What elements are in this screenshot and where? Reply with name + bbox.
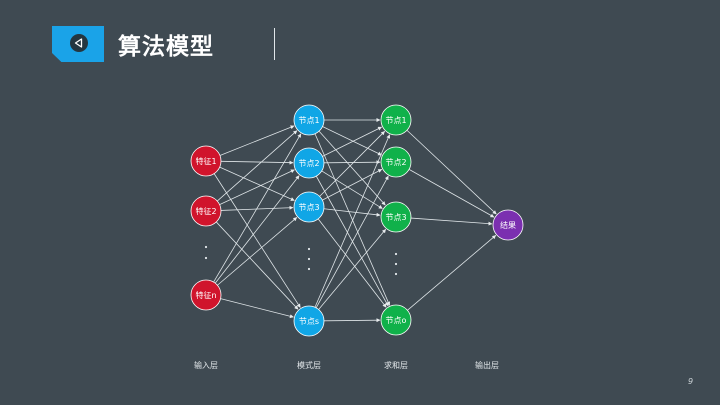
node-circle <box>380 146 412 178</box>
node-label: 特征n <box>195 290 216 300</box>
edge-input-2-to-1 <box>214 175 300 284</box>
edge-input-2-to-0 <box>213 133 302 283</box>
edge-pattern-1-to-0 <box>322 126 383 157</box>
node-input-2: 特征n <box>190 279 222 311</box>
layer-label-pattern: 模式层 <box>297 360 321 370</box>
ellipsis-dot-summation-2 <box>394 272 398 276</box>
ellipsis-marks <box>204 245 398 276</box>
edge-pattern-1-to-2 <box>321 170 383 209</box>
edge-pattern-2-to-2 <box>323 208 381 217</box>
edge-input-1-to-1 <box>219 169 295 206</box>
edge-input-1-to-0 <box>216 130 298 202</box>
node-summation-1: 节点2 <box>380 146 412 178</box>
edge-pattern-0-to-2 <box>318 130 386 206</box>
node-pattern-3: 节点s <box>293 305 325 337</box>
node-input-0: 特征1 <box>190 145 222 177</box>
node-circle <box>380 304 412 336</box>
edge-input-2-to-3 <box>220 298 294 319</box>
title-divider <box>274 28 275 60</box>
node-circle <box>190 145 222 177</box>
slide-title: 算法模型 <box>118 34 214 60</box>
ellipsis-dot-pattern-2 <box>307 267 311 271</box>
node-label: 节点3 <box>298 203 319 212</box>
back-button[interactable] <box>70 34 88 52</box>
edge-summation-0-to-0 <box>406 129 497 215</box>
ellipsis-dot-pattern-0 <box>307 247 311 251</box>
node-output-0: 结果 <box>492 209 524 241</box>
edges <box>213 118 497 323</box>
edge-summation-1-to-0 <box>408 169 495 218</box>
node-circle <box>293 104 325 136</box>
node-summation-3: 节点o <box>380 304 412 336</box>
nodes: 特征1 特征2 特征n 节点1 节点2 节点3 节点s 节点1 节点2 节点3 节点o 结果 <box>190 104 524 337</box>
node-circle <box>492 209 524 241</box>
edge-pattern-2-to-0 <box>319 131 385 197</box>
edge-input-0-to-1 <box>220 160 294 165</box>
edge-pattern-3-to-1 <box>315 175 389 309</box>
edge-summation-2-to-0 <box>410 217 493 226</box>
edge-pattern-0-to-1 <box>322 126 382 156</box>
layer-labels: 输入层 模式层 求和层 输出层 <box>194 360 499 370</box>
node-label: 节点2 <box>385 158 406 167</box>
layer-label-output: 输出层 <box>475 360 499 370</box>
layer-label-summation: 求和层 <box>384 360 408 370</box>
node-circle <box>293 147 325 179</box>
node-label: 节点1 <box>298 116 319 125</box>
edge-summation-3-to-0 <box>407 235 497 311</box>
node-label: 特征2 <box>195 206 216 216</box>
node-pattern-1: 节点2 <box>293 147 325 179</box>
edge-pattern-2-to-3 <box>317 218 387 308</box>
node-label: 节点o <box>386 316 407 325</box>
node-label: 节点2 <box>298 159 319 168</box>
page-number: 9 <box>688 377 694 386</box>
node-pattern-0: 节点1 <box>293 104 325 136</box>
node-label: 节点s <box>299 317 319 326</box>
edge-input-2-to-2 <box>217 217 298 286</box>
node-circle <box>190 195 222 227</box>
node-circle <box>380 104 412 136</box>
node-label: 节点1 <box>385 116 406 125</box>
edge-pattern-3-to-3 <box>323 318 381 323</box>
edge-input-0-to-3 <box>213 173 301 308</box>
node-circle <box>293 305 325 337</box>
edge-pattern-1-to-1 <box>323 160 381 165</box>
node-summation-0: 节点1 <box>380 104 412 136</box>
ellipsis-dot-pattern-1 <box>307 257 311 261</box>
edge-input-0-to-0 <box>219 125 295 156</box>
node-circle <box>380 201 412 233</box>
ellipsis-dot-summation-1 <box>394 262 398 266</box>
node-label: 节点3 <box>385 213 406 222</box>
node-summation-2: 节点3 <box>380 201 412 233</box>
node-label: 结果 <box>500 220 516 230</box>
edge-pattern-2-to-1 <box>322 168 383 201</box>
edge-pattern-0-to-3 <box>314 133 391 306</box>
node-circle <box>293 191 325 223</box>
ellipsis-dot-summation-0 <box>394 252 398 256</box>
node-circle <box>190 279 222 311</box>
ellipsis-dot-input-0 <box>204 245 208 249</box>
edge-pattern-1-to-3 <box>315 175 389 307</box>
node-label: 特征1 <box>195 156 216 166</box>
edge-input-0-to-2 <box>219 166 295 201</box>
edge-input-1-to-3 <box>215 221 299 310</box>
edge-pattern-3-to-0 <box>314 134 391 308</box>
node-input-1: 特征2 <box>190 195 222 227</box>
node-pattern-2: 节点3 <box>293 191 325 223</box>
edge-pattern-3-to-2 <box>318 228 387 310</box>
triangle-left-icon <box>74 38 83 48</box>
layer-label-input: 输入层 <box>194 360 218 370</box>
ellipsis-dot-input-1 <box>204 256 208 260</box>
